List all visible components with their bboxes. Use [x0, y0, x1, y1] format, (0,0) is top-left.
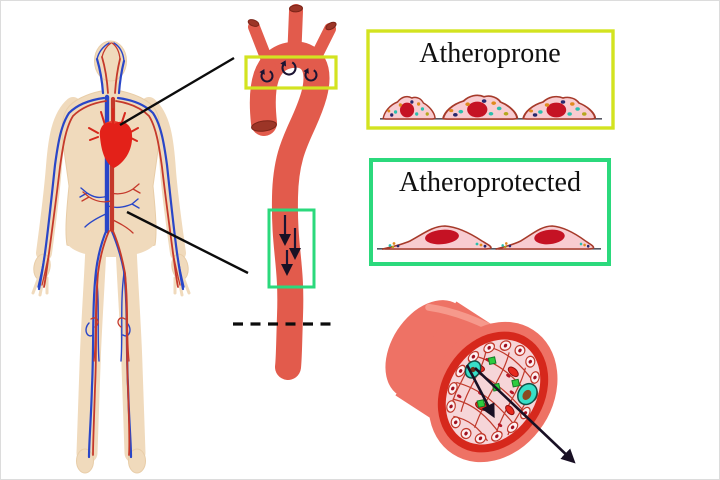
- green-diamond: [487, 356, 497, 366]
- arch-flow-box: [244, 55, 338, 90]
- atheroprone-panel: Atheroprone: [366, 29, 615, 130]
- aorta-branch-openings: [247, 4, 337, 132]
- green-diamond: [476, 399, 486, 408]
- red-blood-cell: [505, 405, 515, 416]
- atheroprone-label: Atheroprone: [419, 38, 561, 69]
- green-diamond: [511, 378, 521, 388]
- swirl-arrow: [259, 69, 274, 83]
- atheroprotected-label: Atheroprotected: [399, 167, 581, 198]
- swirl-arrow: [303, 68, 318, 82]
- atheroprone-cells: [382, 94, 597, 121]
- flow-arrow-short: [465, 364, 495, 419]
- pointer-line-arch: [119, 56, 235, 127]
- aorta-schematic: [233, 4, 338, 380]
- flow-arrow-long: [474, 367, 576, 464]
- descending-flow-box: [267, 208, 316, 289]
- atheroprotected-panel: Atheroprotected: [369, 158, 611, 266]
- heart: [88, 108, 139, 168]
- vascular-network-veins: [37, 42, 185, 459]
- red-blood-cell: [507, 366, 519, 378]
- pointer-line-descending: [126, 210, 249, 275]
- human-body: [31, 40, 191, 474]
- aorta-branches: [248, 4, 336, 79]
- laminar-arrows: [278, 215, 302, 277]
- leukocyte-cell: [517, 382, 538, 406]
- vessel-cross-section: [385, 300, 576, 464]
